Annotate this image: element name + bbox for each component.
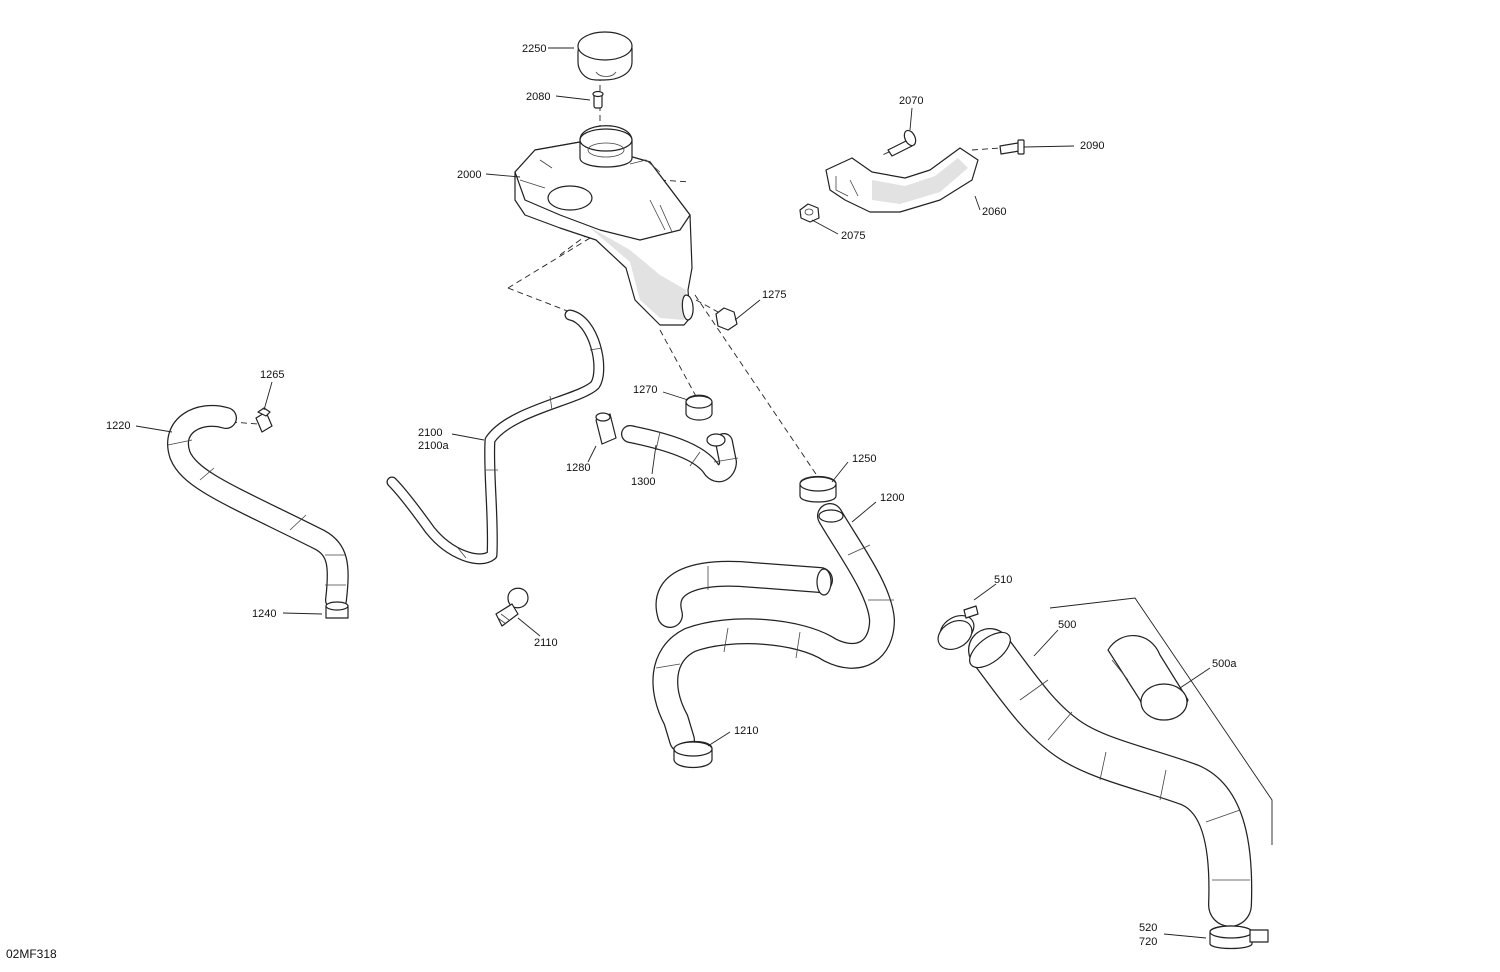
figure-id: 02MF318 <box>6 947 57 961</box>
callout-2110: 2110 <box>534 637 558 649</box>
hose-500 <box>968 628 1253 927</box>
clamp-1270 <box>685 394 713 421</box>
callout-510: 510 <box>994 574 1012 586</box>
clip-2110 <box>495 587 529 627</box>
callout-2090: 2090 <box>1080 140 1104 152</box>
callout-1250: 1250 <box>852 453 876 465</box>
bolt-2090 <box>999 139 1025 155</box>
radiator-cap-2250 <box>577 31 633 81</box>
callout-720: 720 <box>1139 936 1157 948</box>
callout-1300: 1300 <box>631 476 655 488</box>
hose-2100 <box>386 309 605 565</box>
callout-2080: 2080 <box>526 91 550 103</box>
callout-1210: 1210 <box>734 725 758 737</box>
coolant-reservoir-2000 <box>514 125 694 326</box>
hose-1220 <box>167 404 349 611</box>
clamp-1250 <box>799 475 837 503</box>
callout-500a: 500a <box>1212 658 1237 670</box>
callout-1200: 1200 <box>880 492 904 504</box>
callout-2070: 2070 <box>899 95 923 107</box>
clamp-1275 <box>715 307 738 331</box>
hose-1200 <box>652 503 895 753</box>
callout-1240: 1240 <box>252 608 276 620</box>
callout-2000: 2000 <box>457 169 481 181</box>
callout-2075: 2075 <box>841 230 865 242</box>
hose-end-500a <box>1107 635 1189 721</box>
callout-2100a: 2100a <box>418 440 449 452</box>
callout-520: 520 <box>1139 922 1157 934</box>
hose-1300 <box>621 425 739 483</box>
callout-1275: 1275 <box>762 289 786 301</box>
callout-labels: 2250 2080 2000 2070 2090 2060 2075 1275 … <box>106 43 1237 948</box>
clamp-1240 <box>325 601 349 619</box>
clamp-520-720 <box>1209 925 1269 950</box>
clamp-1280 <box>595 412 617 445</box>
callout-2060: 2060 <box>982 206 1006 218</box>
group-bracket-500a <box>1049 597 1273 845</box>
callout-1265: 1265 <box>260 369 284 381</box>
bolt-2070 <box>887 129 917 157</box>
screw-2080 <box>592 90 604 109</box>
callout-1270: 1270 <box>633 384 657 396</box>
clamp-1210 <box>673 740 713 769</box>
callout-2100: 2100 <box>418 427 442 439</box>
nut-2075 <box>799 203 820 223</box>
callout-1280: 1280 <box>566 462 590 474</box>
assembly-lines <box>230 55 1001 481</box>
clamp-1265 <box>255 407 273 433</box>
callout-1220: 1220 <box>106 420 130 432</box>
leader-lines <box>135 47 1211 939</box>
callout-2250: 2250 <box>522 43 546 55</box>
callout-500: 500 <box>1058 619 1076 631</box>
clamp-510 <box>937 605 979 651</box>
bracket-2060 <box>825 147 979 213</box>
